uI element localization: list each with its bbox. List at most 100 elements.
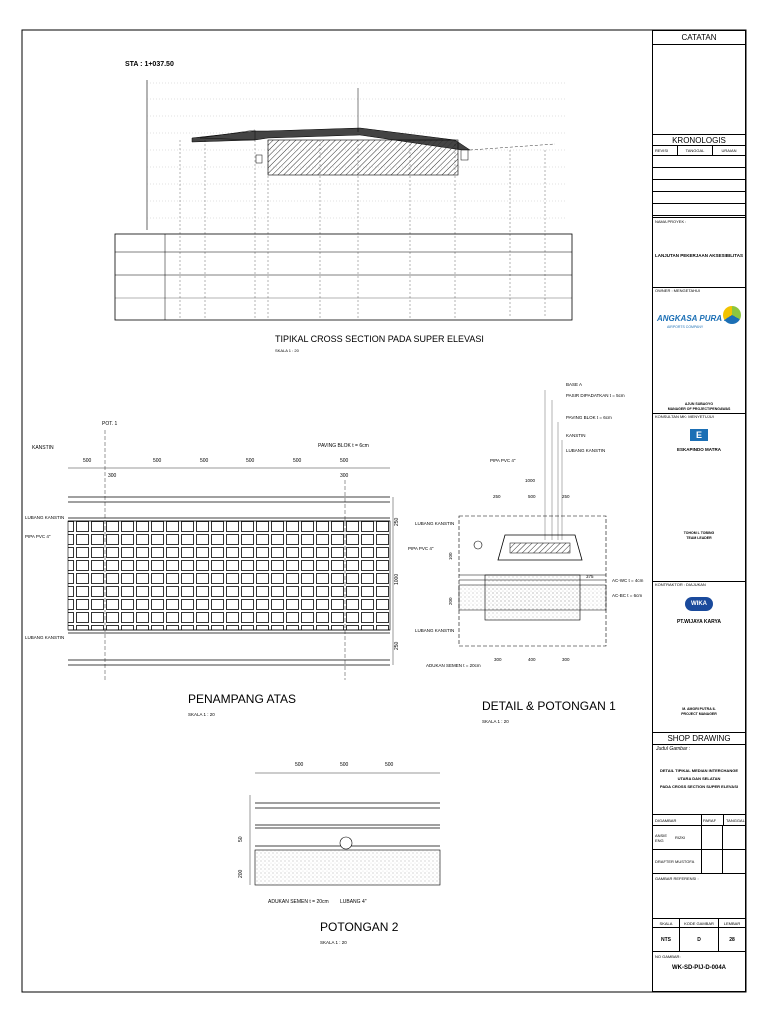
detail-title: DETAIL & POTONGAN 1 xyxy=(482,699,616,713)
konsultan-sign-name: TOHOM L TOBING xyxy=(683,531,715,535)
sheet-border xyxy=(21,29,747,993)
judul-line-3: PADA CROSS SECTION SUPER ELEVASI xyxy=(660,784,738,789)
detail-callout-1: BASE A xyxy=(566,382,582,387)
plan-scale: SKALA 1 : 20 xyxy=(188,712,215,717)
plan-kanstin-label: KANSTIN xyxy=(32,445,54,451)
owner-sign-title: MANAGER OF PROJECT/PENGAWAS xyxy=(667,407,731,411)
plan-dim-300a: 300 xyxy=(108,473,117,479)
sec2-dim-3: 500 xyxy=(385,762,394,768)
plan-dim-300b: 300 xyxy=(340,473,349,479)
sign-row-2: DRAFTER MUSTOFA xyxy=(653,849,745,874)
detail-pipe-label: PIPA PVC 4" xyxy=(490,458,516,463)
val-kode-gambar: D xyxy=(680,928,719,951)
detail-top-dim-1: 250 xyxy=(493,494,501,499)
section2-scale: SKALA 1 : 20 xyxy=(320,940,347,945)
title-block: CATATAN KRONOLOGIS REVISI TANGGAL URAIAN… xyxy=(652,30,746,992)
gambar-referensi: GAMBAR REFERENSI : xyxy=(655,876,699,881)
bottom-values: NTS D 28 xyxy=(653,928,745,952)
judul-line-1: DETAIL TIPIKAL MEDIAN INTERCHANGE xyxy=(659,768,738,773)
detail-adukan: ADUKAN SEMEN t = 20cm xyxy=(426,663,481,668)
detail-bottom-dim-3: 300 xyxy=(562,657,570,662)
col-lembar: LEMBAR xyxy=(723,921,741,926)
plan-dim-4: 500 xyxy=(246,458,255,464)
bottom-columns: SKALA KODE GAMBAR LEMBAR xyxy=(653,918,745,928)
detail-section: BASE A PASIR DIPADATKAN t = 5cm PAVING B… xyxy=(426,382,644,668)
sign-columns: DIGAMBAR PARAF TANGGAL xyxy=(653,814,745,826)
shop-drawing-header: SHOP DRAWING xyxy=(653,732,745,745)
kontraktor-name: PT.WIJAYA KARYA xyxy=(676,619,722,625)
owner-logo: ANGKASA PURA II AIRPORTS COMPANY xyxy=(653,304,745,338)
kron-col-uraian: URAIAN xyxy=(721,148,737,153)
plan-left-label-3: LUBANG KANSTIN xyxy=(25,635,64,640)
plan-pot-label: POT. 1 xyxy=(102,421,118,427)
sign-col-paraf: PARAF xyxy=(702,815,724,825)
plan-right-dim-3: 250 xyxy=(394,641,400,650)
detail-ac-wc: AC-WC t = 4cm xyxy=(612,578,644,583)
detail-bottom-dim-1: 300 xyxy=(494,657,502,662)
sec2-lubang: LUBANG 4" xyxy=(340,899,367,905)
owner-logo-icon xyxy=(723,306,741,324)
catatan-header: CATATAN xyxy=(653,31,745,45)
kontraktor-sign-name: M. AMORI PUTRA IL xyxy=(682,707,716,711)
owner-logo-sub: AIRPORTS COMPANY xyxy=(667,325,704,329)
no-gambar: WK-SD-PIJ-D-004A xyxy=(671,965,726,971)
plan-dim-2: 500 xyxy=(153,458,162,464)
plan-dim-1: 500 xyxy=(83,458,92,464)
section1-scale: SKALA 1 : 20 xyxy=(275,348,300,353)
plan-left-label-1: LUBANG KANSTIN xyxy=(25,515,64,520)
kron-col-tanggal: TANGGAL xyxy=(678,146,713,155)
detail-scale: SKALA 1 : 20 xyxy=(482,719,509,724)
col-kode-gambar: KODE GAMBAR xyxy=(680,919,719,927)
plan-right-dim-1: 250 xyxy=(394,517,400,526)
owner-logo-text: ANGKASA PURA II xyxy=(657,314,729,323)
kronologis-rows xyxy=(653,156,745,218)
sec2-left-dim-2: 200 xyxy=(238,869,244,878)
plan-paving-label: PAVING BLOK t = 6cm xyxy=(318,443,369,449)
sec2-left-dim-1: 50 xyxy=(238,836,244,842)
sign-row-2-role: DRAFTER xyxy=(655,859,674,864)
judul-line-2: UTARA DAN SELATAN xyxy=(677,776,721,781)
val-lembar: 28 xyxy=(729,937,735,943)
no-gambar-label: NO GAMBAR: xyxy=(655,954,681,959)
detail-left-dim-2: 200 xyxy=(448,597,453,605)
detail-callout-2: PASIR DIPADATKAN t = 5cm xyxy=(566,393,625,398)
owner-label: OWNER : MENGETAHUI xyxy=(653,287,745,297)
section2-title: POTONGAN 2 xyxy=(320,920,399,934)
sec2-dim-2: 500 xyxy=(340,762,349,768)
plan-view: POT. 1 500 500 500 500 500 300 300 500 P… xyxy=(25,421,454,680)
nama-proyek-label: NAMA PROYEK : xyxy=(655,219,687,224)
kontraktor-logo: WIKA xyxy=(653,597,745,613)
detail-callout-4: KANSTIN xyxy=(566,433,586,438)
nama-proyek: LANJUTAN PEKERJAAN AKSESIBILITAS xyxy=(655,253,743,258)
kontraktor-logo-icon: WIKA xyxy=(685,597,713,611)
kontraktor-label: KONTRAKTOR : DIAJUKAN xyxy=(653,581,745,591)
sign-row-1-role: ANSIE ENG xyxy=(655,832,668,843)
konsultan-name: ESKAPINDO MATRA xyxy=(677,447,721,452)
section-2: 500 500 500 50 200 ADUKAN SEMEN t = 20cm… xyxy=(238,762,441,905)
detail-top-dim-3: 250 xyxy=(562,494,570,499)
kronologis-columns: REVISI TANGGAL URAIAN xyxy=(653,146,745,156)
plan-dim-5: 500 xyxy=(293,458,302,464)
plan-right-dim-2: 1000 xyxy=(394,574,400,585)
sec2-adukan: ADUKAN SEMEN t = 20cm xyxy=(268,899,329,905)
plan-dim-3: 500 xyxy=(200,458,209,464)
plan-right-label-1: LUBANG KANSTIN xyxy=(415,521,454,526)
plan-dim-500-right: 500 xyxy=(340,458,349,464)
konsultan-logo: E xyxy=(653,429,745,443)
kron-col-revisi: REVISI xyxy=(653,146,678,155)
konsultan-label: KONSULTAN MK: MENYETUJUI xyxy=(653,413,745,423)
detail-callout-5: LUBANG KANSTIN xyxy=(566,448,605,453)
sign-col-digambar: DIGAMBAR xyxy=(653,815,702,825)
cross-section-1: STA : 1+037.50 xyxy=(114,61,573,321)
konsultan-logo-icon: E xyxy=(690,429,708,441)
plan-right-label-2: PIPA PVC 4" xyxy=(408,546,434,551)
kronologis-header: KRONOLOGIS xyxy=(653,134,745,146)
detail-left-dim-1: 100 xyxy=(448,552,453,560)
detail-ac-bc: AC-BC t = 6cm xyxy=(612,593,642,598)
sign-row-2-name: MUSTOFA xyxy=(675,849,702,874)
detail-callout-3: PAVING BLOK t = 6cm xyxy=(566,415,612,420)
col-skala: SKALA xyxy=(653,919,680,927)
detail-bottom-dim-2: 400 xyxy=(528,657,536,662)
detail-top-dim-2: 500 xyxy=(528,494,536,499)
